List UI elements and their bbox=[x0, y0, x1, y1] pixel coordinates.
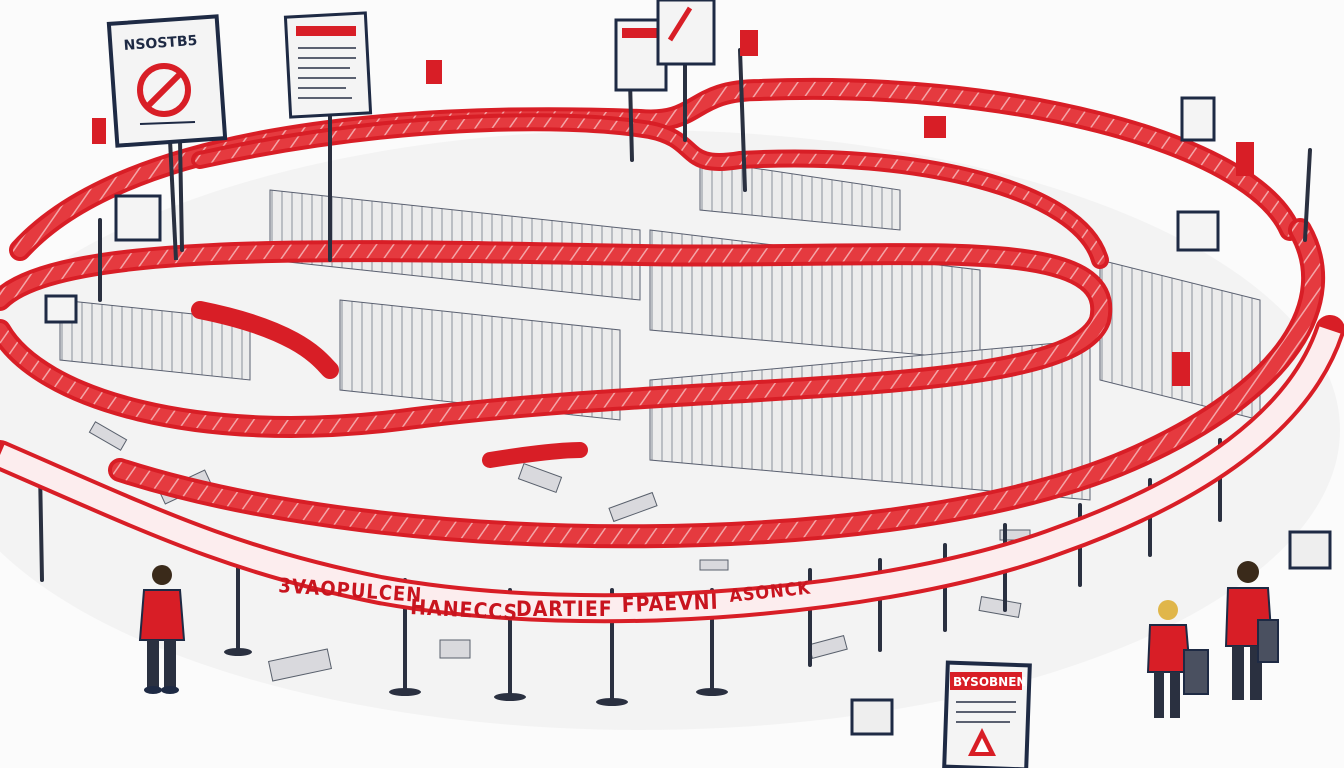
sign-label: BYSOBNEN bbox=[953, 675, 1026, 689]
caution-tape-front bbox=[0, 315, 1344, 624]
prohibited-sign: NSOSTB5 bbox=[106, 14, 228, 261]
tape-label-3: DARTIEF bbox=[516, 597, 613, 621]
sign-title: NSOSTB5 bbox=[123, 33, 198, 54]
caution-tape-back bbox=[9, 77, 1301, 269]
tape-label-4: FPAEVNI bbox=[621, 590, 719, 617]
person-woman bbox=[1146, 600, 1209, 718]
warning-sign: BYSOBNEN bbox=[942, 660, 1032, 768]
caution-tape-middle bbox=[0, 218, 1326, 549]
prohibited-icon bbox=[137, 63, 191, 117]
debris bbox=[88, 421, 1031, 682]
bag-icon bbox=[1257, 619, 1279, 663]
small-signs bbox=[44, 0, 1254, 386]
tape-label-2: HANECCS bbox=[410, 595, 519, 625]
person-left bbox=[138, 565, 186, 694]
document-sign bbox=[283, 11, 373, 250]
crates bbox=[850, 530, 1332, 736]
post-bases bbox=[224, 648, 728, 706]
bag-icon bbox=[1183, 649, 1209, 695]
warning-triangle-icon bbox=[968, 728, 996, 756]
person-man bbox=[1224, 561, 1279, 700]
